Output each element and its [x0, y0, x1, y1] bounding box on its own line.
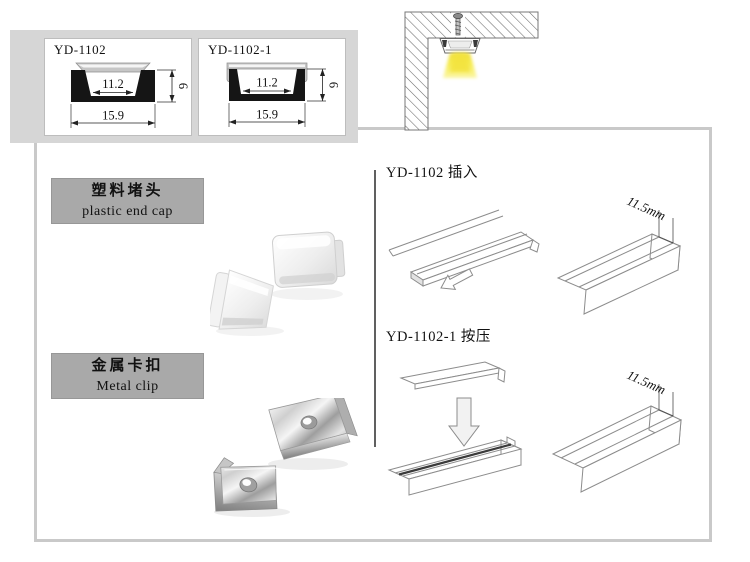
end-cap-front — [210, 269, 274, 330]
cross-section-drawing-yd1102-1: 11.2 15.9 6 — [226, 62, 341, 127]
end-cap-back — [271, 231, 346, 288]
outer-width-dim: 15.9 — [102, 109, 124, 123]
profile-card-yd1102: YD-1102 11.2 15.9 6 — [44, 38, 192, 136]
outer-width-dim: 15.9 — [256, 108, 278, 122]
press-diagram — [387, 361, 523, 496]
screw-icon — [453, 13, 463, 36]
height-dim: 6 — [327, 82, 341, 88]
label-metal-clip: 金属卡扣 Metal clip — [51, 353, 204, 399]
label-zh: 金属卡扣 — [91, 358, 164, 374]
aluminum-body — [71, 70, 155, 102]
metal-clip-back — [268, 398, 358, 460]
height-dim: 6 — [176, 83, 190, 89]
press-arrow-icon — [448, 397, 480, 447]
insert-diagram — [388, 209, 540, 291]
profile-card-yd1102-1: YD-1102-1 11.2 15.9 6 — [198, 38, 346, 136]
aluminum-body — [229, 69, 305, 101]
profile-title: YD-1102-1 — [208, 42, 272, 57]
label-en: plastic end cap — [82, 204, 173, 219]
profile-dim-diagram-top: 11.5mm — [556, 193, 682, 315]
label-en: Metal clip — [96, 379, 159, 394]
opening-dim-label: 11.5mm — [625, 193, 668, 223]
mounted-profile — [439, 38, 481, 54]
inner-width-dim: 11.2 — [256, 76, 277, 90]
profile-panel: YD-1102 11.2 15.9 6 — [10, 30, 358, 143]
metal-clip-front — [213, 457, 278, 512]
corner-install-illustration — [404, 11, 539, 131]
metal-clips-image — [213, 398, 358, 517]
opening-dim-label: 11.5mm — [625, 367, 668, 397]
label-plastic-end-cap: 塑料堵头 plastic end cap — [51, 178, 204, 224]
install-title-press: YD-1102-1 按压 — [386, 329, 491, 345]
insert-arrow-icon — [440, 268, 474, 291]
cover-strip — [409, 231, 535, 281]
inner-width-dim: 11.2 — [102, 77, 123, 91]
section-divider — [374, 170, 376, 447]
label-zh: 塑料堵头 — [91, 183, 164, 199]
profile-title: YD-1102 — [54, 42, 107, 57]
plastic-end-caps-image — [210, 231, 346, 336]
wall-corner-hatch — [404, 11, 539, 131]
install-title-insert: YD-1102 插入 — [386, 165, 478, 181]
profile-dim-diagram-bottom: 11.5mm — [551, 367, 683, 493]
cross-section-drawing-yd1102: 11.2 15.9 6 — [70, 62, 190, 128]
